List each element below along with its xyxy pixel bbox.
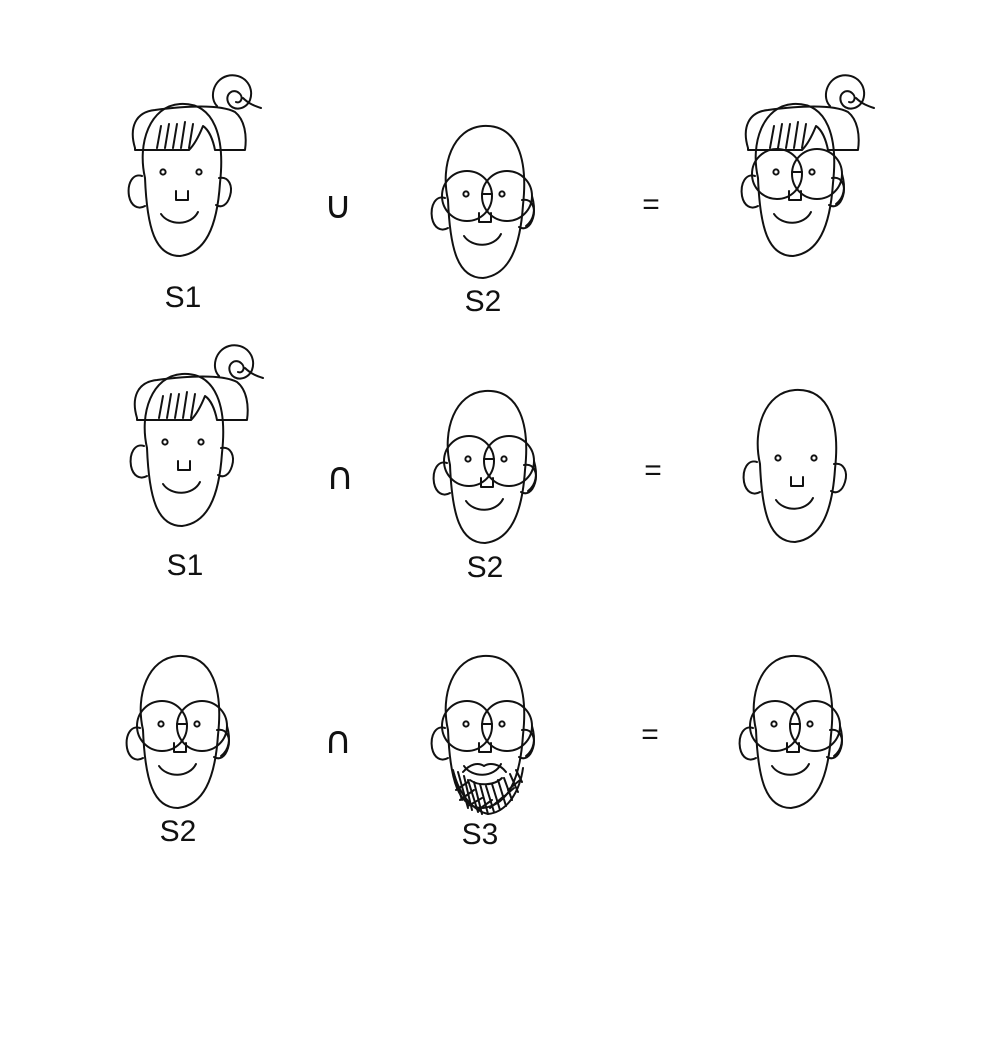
intersection-operator: ∩ (324, 718, 352, 762)
set-label-right: S3 (461, 818, 499, 851)
set-label-right: S2 (466, 551, 504, 584)
set-label-right: S2 (464, 285, 502, 318)
face-glasses-icon (716, 640, 866, 870)
set-label-left: S1 (166, 549, 204, 582)
set-label-left: S1 (164, 281, 202, 314)
intersection-operator: ∩ (326, 454, 354, 498)
set-label-left: S2 (159, 815, 197, 848)
equals-sign: = (644, 454, 662, 487)
face-plain-icon (720, 374, 870, 604)
face-hair-glasses-icon (718, 74, 875, 318)
equals-sign: = (642, 188, 660, 221)
union-operator: ∪ (324, 183, 352, 227)
equals-sign: = (641, 718, 659, 751)
